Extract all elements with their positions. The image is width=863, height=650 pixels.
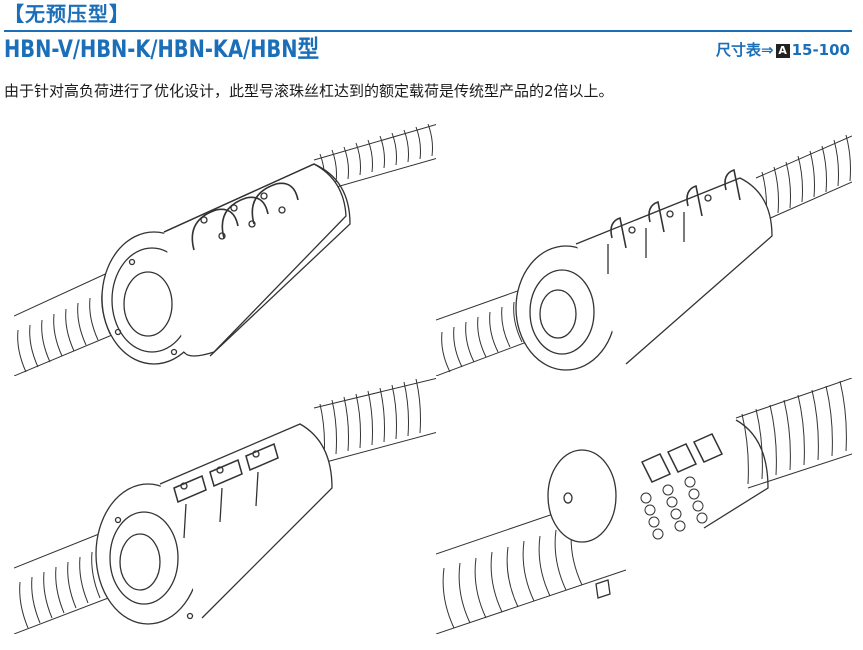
description-text: 由于针对高负荷进行了优化设计，此型号滚珠丝杠达到的额定载荷是传统型产品的2倍以上… — [4, 82, 614, 100]
category-title: 【无预压型】 — [4, 2, 130, 26]
model-title: HBN-V/HBN-K/HBN-KA/HBN型 — [4, 35, 320, 63]
section-a-icon: A — [775, 44, 790, 58]
illustration-hbn-k — [436, 120, 852, 376]
ball-screw-nut-cutaway-ball-circuits-icon — [436, 378, 852, 634]
illustration-hbn-ka — [14, 378, 438, 634]
ball-screw-nut-flange-clip-return-icon — [436, 134, 852, 376]
ball-screw-nut-flange-block-return-icon — [14, 378, 438, 634]
illustration-hbn-v — [14, 120, 438, 376]
ball-screw-nut-flange-tube-return-icon — [14, 123, 438, 376]
dimension-table-page: 15-100 — [791, 41, 850, 59]
illustration-hbn — [436, 378, 852, 634]
dimension-table-label: 尺寸表⇒ — [716, 41, 774, 59]
screw-thread-lower — [14, 269, 125, 376]
